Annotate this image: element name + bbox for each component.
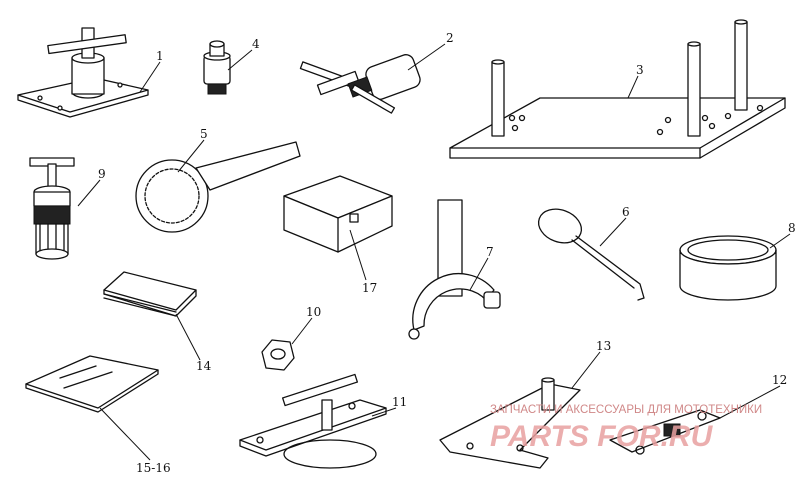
tool-11-fixture — [239, 373, 387, 469]
label-17: 17 — [362, 281, 377, 295]
label-15-16: 15-16 — [136, 461, 171, 475]
tool-4-adapter — [203, 40, 231, 95]
tool-5-spanner — [135, 141, 301, 233]
label-2: 2 — [446, 31, 454, 45]
tool-8-ring — [679, 235, 777, 301]
label-7: 7 — [486, 245, 494, 259]
label-3: 3 — [636, 63, 644, 77]
tool-9-bearing-puller — [29, 157, 75, 260]
tool-3-base-plate — [449, 19, 786, 159]
tool-10-nut — [261, 339, 295, 371]
tool-13-bracket — [439, 377, 581, 469]
watermark-line2: PARTS FOR.RU — [490, 420, 714, 453]
tool-2-puller — [299, 54, 421, 114]
tool-15-16-manual — [25, 355, 159, 413]
label-12: 12 — [772, 373, 787, 387]
tool-7-angle-tool — [408, 199, 501, 340]
tool-6-wire-loop — [537, 208, 645, 301]
watermark-line1: ЗАПЧАСТИ И АКСЕССУАРЫ ДЛЯ МОТОТЕХНИКИ — [490, 404, 762, 416]
watermark: ЗАПЧАСТИ И АКСЕССУАРЫ ДЛЯ МОТОТЕХНИКИ PA… — [490, 404, 762, 453]
label-10: 10 — [306, 305, 321, 319]
label-5: 5 — [200, 127, 208, 141]
tool-14-booklet — [103, 271, 197, 317]
label-6: 6 — [622, 205, 630, 219]
tool-1-press-plate — [17, 27, 149, 118]
label-4: 4 — [252, 37, 260, 51]
label-11: 11 — [392, 395, 407, 409]
label-9: 9 — [98, 167, 106, 181]
label-14: 14 — [196, 359, 212, 373]
tool-17-case — [283, 175, 393, 253]
label-8: 8 — [788, 221, 796, 235]
leader-lines — [77, 43, 791, 461]
label-1: 1 — [156, 49, 164, 63]
label-13: 13 — [596, 339, 611, 353]
